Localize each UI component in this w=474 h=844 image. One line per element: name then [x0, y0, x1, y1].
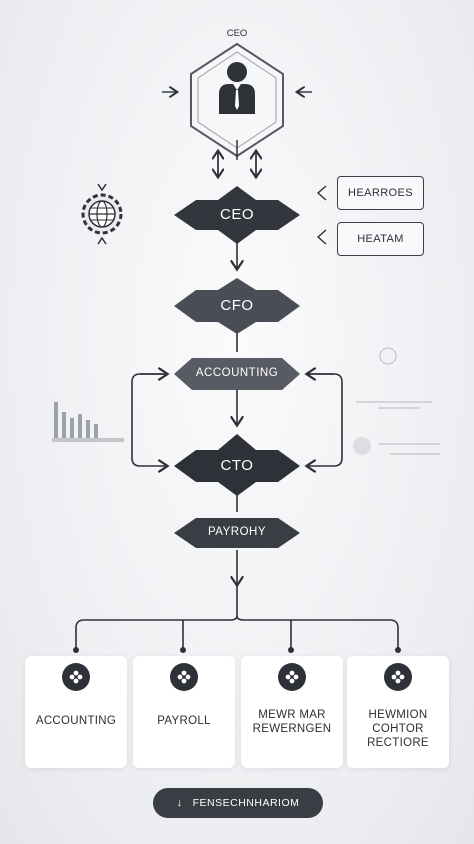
- node-cluster-icon: [62, 663, 90, 691]
- card-label: HEWMION COHTOR RECTIORE: [347, 708, 449, 750]
- node-cluster-icon: [278, 663, 306, 691]
- card-mewr-mar[interactable]: MEWR MAR REWERNGEN: [241, 656, 343, 768]
- side-box-heatam-label: HEATAM: [357, 233, 404, 245]
- card-label: ACCOUNTING: [25, 714, 127, 728]
- node-ceo-label: CEO: [219, 206, 254, 223]
- node-cluster-icon: [170, 663, 198, 691]
- card-label: PAYROLL: [133, 714, 235, 728]
- node-cfo-label: CFO: [220, 297, 254, 314]
- side-box-heatam[interactable]: HEATAM: [337, 222, 424, 256]
- card-payroll[interactable]: PAYROLL: [133, 656, 235, 768]
- card-accounting[interactable]: ACCOUNTING: [25, 656, 127, 768]
- node-cfo-shape[interactable]: [174, 278, 300, 334]
- card-label-line: COHTOR: [372, 723, 424, 735]
- node-payroll-label: PAYROHY: [207, 526, 267, 538]
- node-payroll-shape[interactable]: [174, 518, 300, 548]
- node-accounting-shape[interactable]: [174, 358, 300, 390]
- card-branches: [75, 615, 399, 648]
- node-cluster-icon: [384, 663, 412, 691]
- card-label-line: REWERNGEN: [252, 723, 332, 735]
- card-label: MEWR MAR REWERNGEN: [241, 708, 343, 736]
- side-chevrons: [316, 185, 327, 245]
- card-label-line: HEWMION: [368, 709, 428, 721]
- side-box-hearroes-label: HEARROES: [348, 187, 413, 199]
- decorative-bar-chart: [52, 402, 124, 442]
- side-box-hearroes[interactable]: HEARROES: [337, 176, 424, 210]
- card-label-line: PAYROLL: [157, 715, 211, 727]
- node-cto-label: CTO: [220, 457, 254, 474]
- card-hewmion[interactable]: HEWMION COHTOR RECTIORE: [347, 656, 449, 768]
- bottom-action-label: FENSECHNHARIOM: [192, 797, 300, 809]
- node-ceo-shape[interactable]: [174, 186, 300, 244]
- card-label-line: ACCOUNTING: [35, 715, 117, 727]
- vertical-double-arrows: [218, 140, 256, 176]
- card-label-line: MEWR MAR: [258, 709, 326, 721]
- branch-end-dots: [73, 647, 401, 653]
- card-label-line: RECTIORE: [367, 737, 429, 749]
- top-ceo-label: CEO: [226, 28, 248, 39]
- decorative-right-widgets: [353, 347, 440, 455]
- node-accounting-label: ACCOUNTING: [195, 367, 279, 379]
- loop-connectors: [131, 374, 343, 466]
- globe-gear-icon[interactable]: [78, 180, 126, 248]
- arrow-down-icon: ↓: [176, 796, 183, 809]
- ceo-person-icon: [213, 60, 261, 116]
- bottom-action-button[interactable]: ↓ FENSECHNHARIOM: [153, 788, 323, 818]
- node-cto-shape[interactable]: [174, 434, 300, 496]
